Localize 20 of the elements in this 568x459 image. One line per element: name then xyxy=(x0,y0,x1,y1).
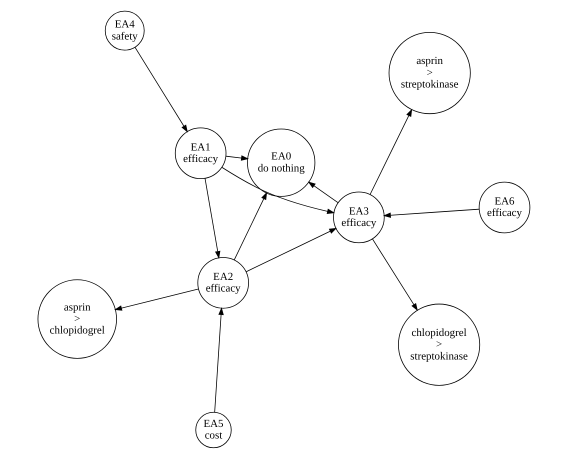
node-circle: EA3 efficacy xyxy=(333,192,385,244)
node-circle: EA1 efficacy xyxy=(174,127,226,179)
arrow xyxy=(246,228,338,272)
node-circle: EA2 efficacy xyxy=(197,257,249,309)
node-circle: EA5 cost xyxy=(195,412,232,448)
arrow xyxy=(204,178,220,259)
node-circle: asprin > chlopidogrel xyxy=(38,279,117,359)
arrow xyxy=(370,108,412,195)
arrow xyxy=(308,181,338,204)
arrow xyxy=(372,238,418,311)
arrow xyxy=(222,166,335,214)
arrow xyxy=(114,288,199,311)
node-circle: EA4 safety xyxy=(104,10,145,51)
arrow xyxy=(226,155,249,161)
node-circle: EA6 efficacy xyxy=(478,182,530,234)
node-circle: asprin > streptokinase xyxy=(388,32,471,114)
arrow xyxy=(134,46,188,133)
arrow xyxy=(234,192,268,260)
arrow xyxy=(383,208,480,218)
arrow xyxy=(214,307,224,413)
